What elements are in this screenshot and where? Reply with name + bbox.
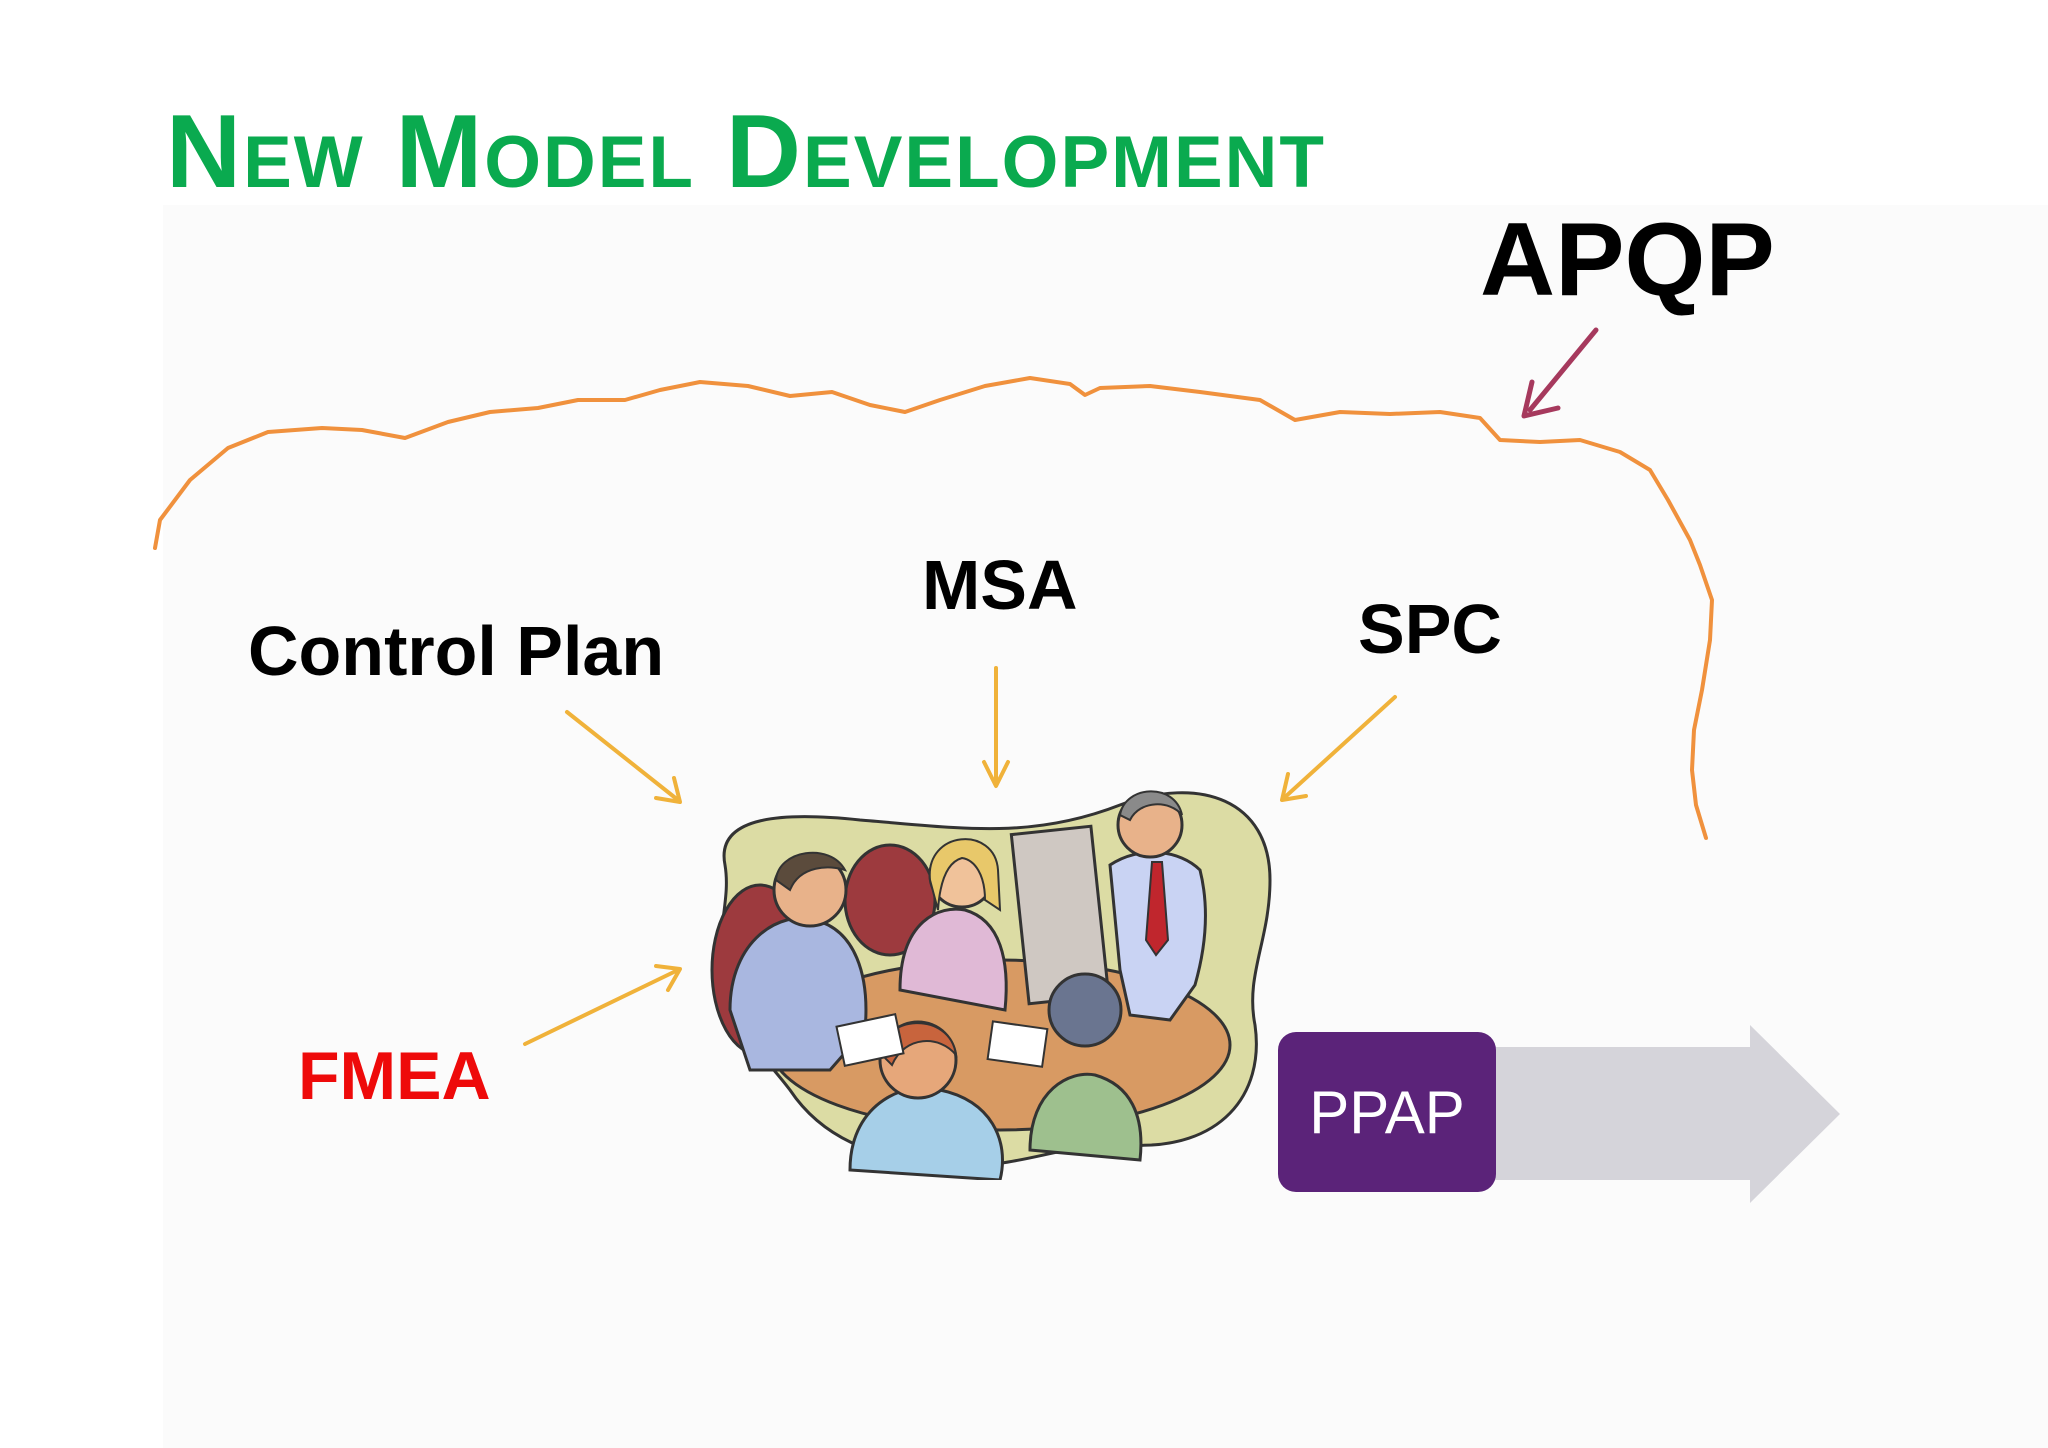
apqp-arrow <box>1527 327 1599 413</box>
ppap-arrow-shape <box>1485 1025 1840 1203</box>
spc-label: SPC <box>1358 590 1502 668</box>
person-left-hair <box>774 851 848 892</box>
fmea-arrowhead <box>654 964 682 992</box>
person-woman-hair <box>928 838 1002 912</box>
ppap-label: PPAP <box>1309 1078 1465 1146</box>
ppap-arrow <box>1485 1025 1840 1203</box>
msa-label: MSA <box>922 546 1078 624</box>
apqp-arrowhead <box>1521 379 1561 419</box>
paper-left <box>835 1013 905 1067</box>
paper-right <box>986 1020 1049 1068</box>
spc-arrowhead <box>1280 772 1308 802</box>
spc-arrow <box>1282 695 1397 800</box>
apqp-label: APQP <box>1480 202 1775 318</box>
presenter-tie <box>1144 861 1170 957</box>
person-presenter-hair <box>1118 790 1183 822</box>
person-right-body <box>1028 1072 1143 1162</box>
control-plan-arrow <box>565 710 680 802</box>
fmea-arrow <box>523 968 680 1046</box>
msa-arrowhead <box>982 760 1010 788</box>
meeting-clipart-icon <box>710 790 1272 1180</box>
apqp-boundary-line <box>153 376 1714 840</box>
ppap-box: PPAP <box>1278 1032 1496 1192</box>
fmea-label: FMEA <box>298 1038 491 1114</box>
person-right-head <box>1047 972 1123 1048</box>
control-plan-label: Control Plan <box>248 612 665 690</box>
control-plan-arrowhead <box>654 776 682 804</box>
person-woman-body <box>898 907 1008 1012</box>
slide-title: New Model Development <box>166 94 1326 210</box>
